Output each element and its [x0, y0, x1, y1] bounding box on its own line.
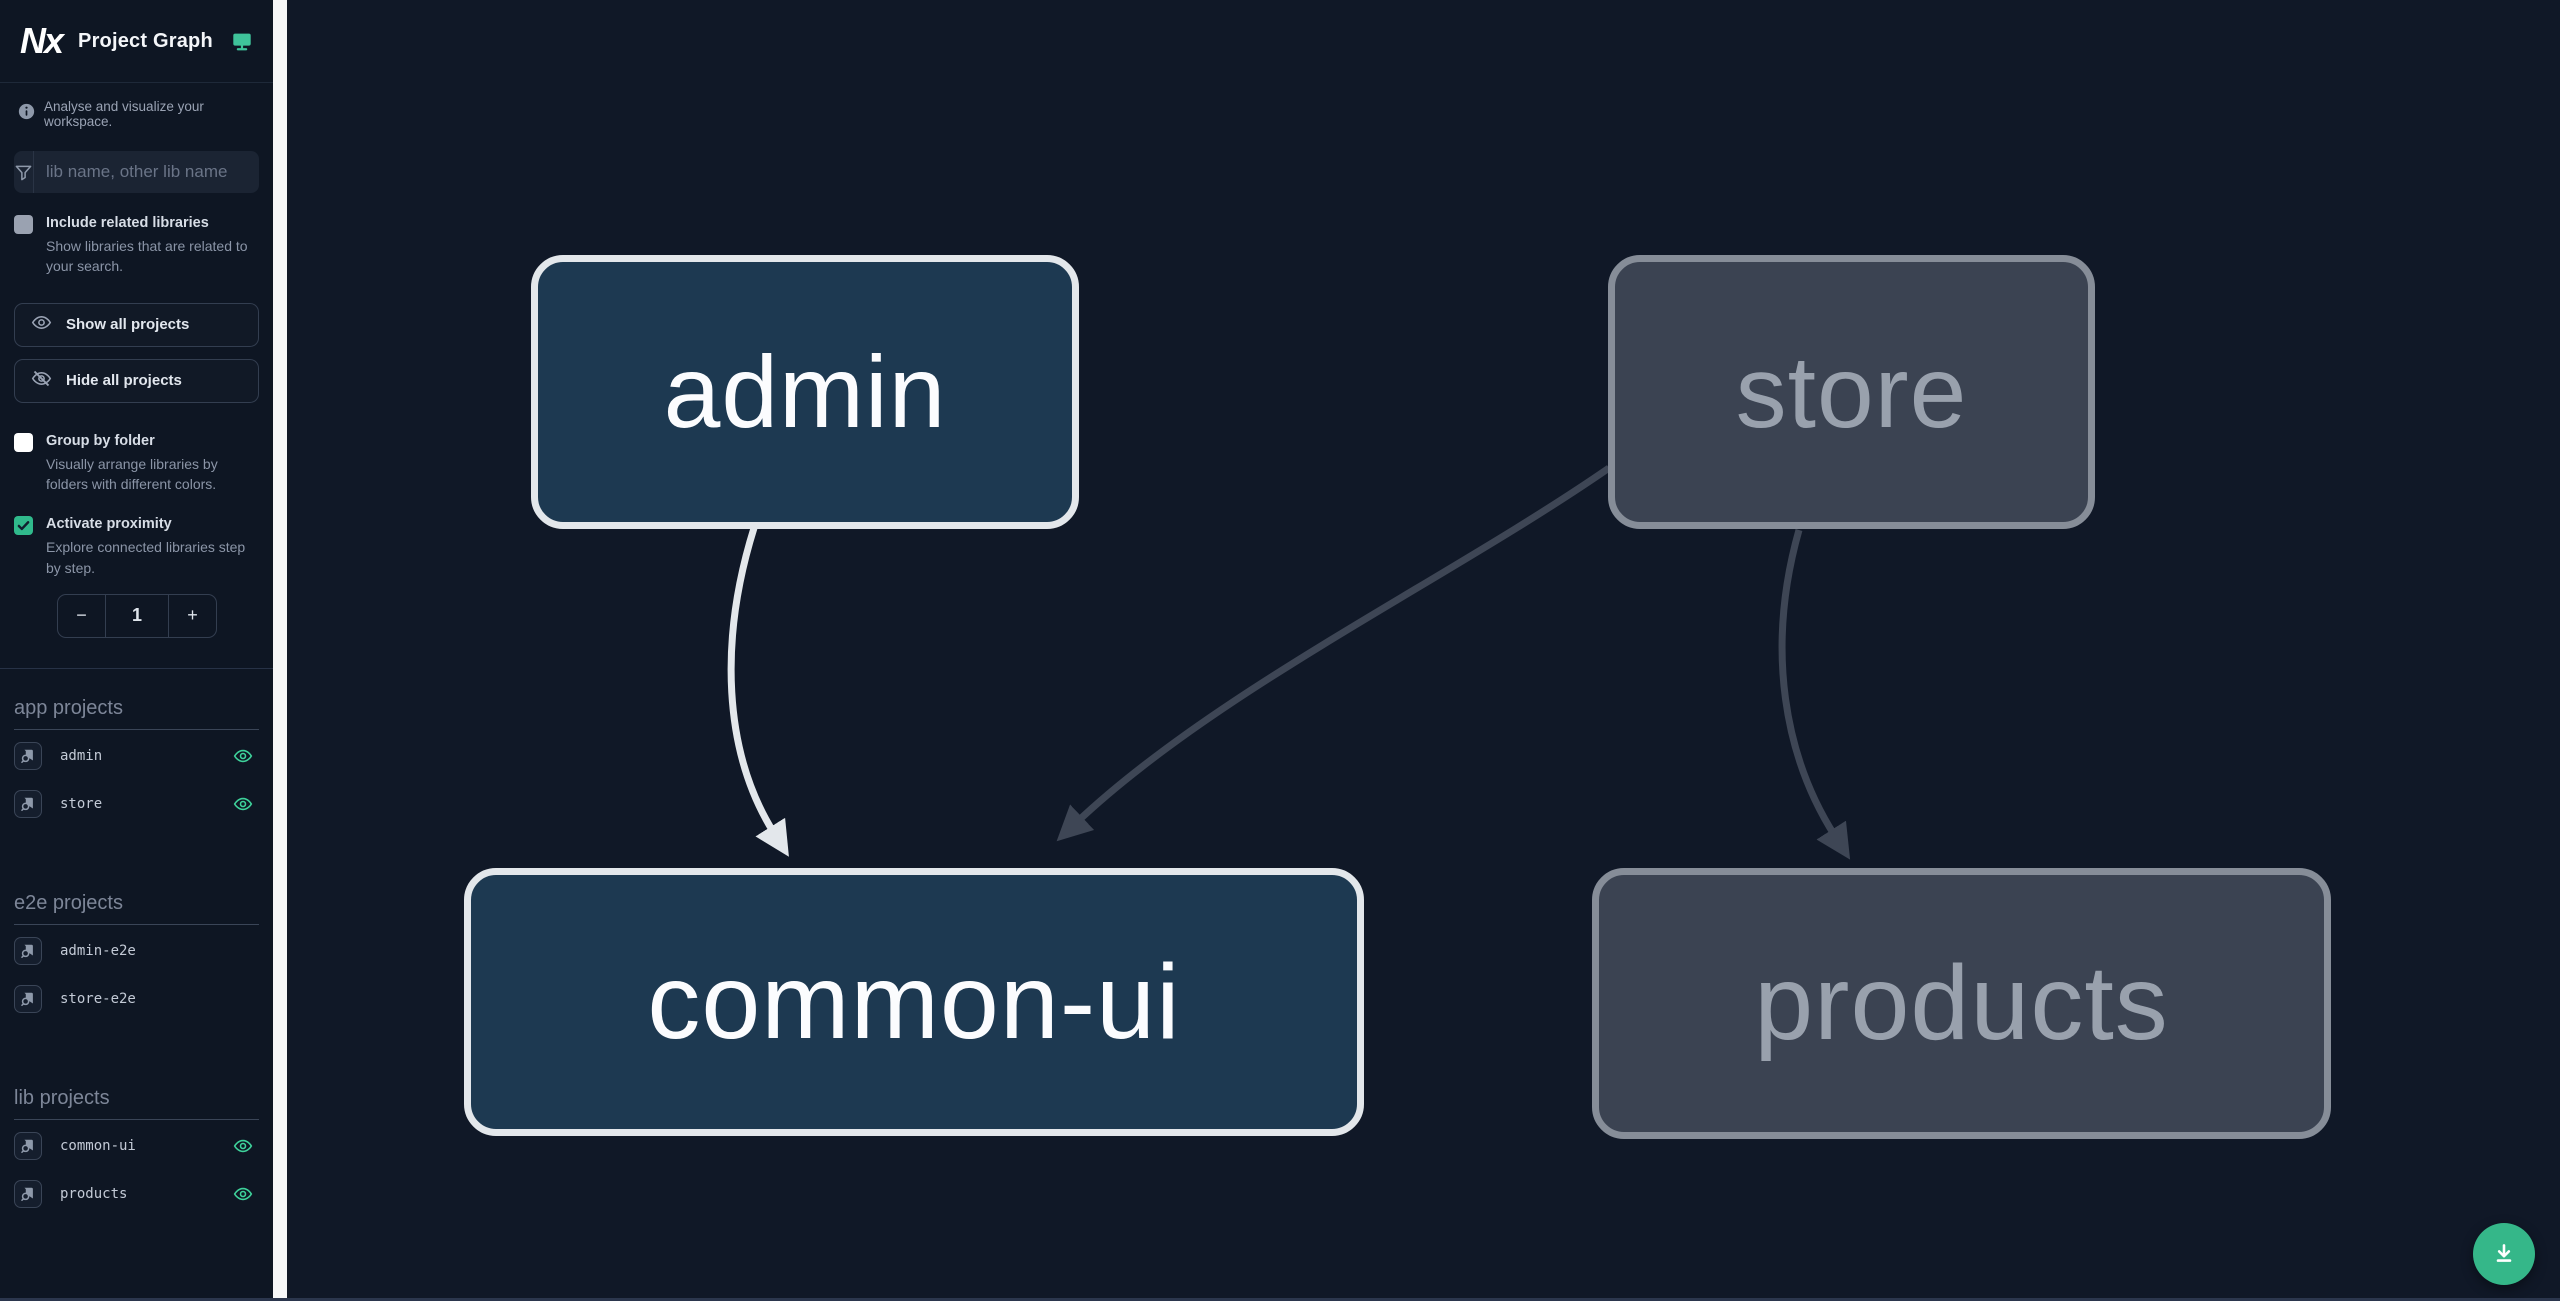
toggle-visibility-eye-icon[interactable]	[233, 1184, 253, 1204]
activate-proximity-label: Activate proximity	[46, 516, 172, 533]
focus-project-button[interactable]	[14, 1179, 42, 1208]
node-label: store	[1735, 334, 1968, 449]
filter-icon	[14, 151, 34, 193]
graph-node-admin[interactable]: admin	[531, 255, 1079, 529]
workspace-tagline: Analyse and visualize your workspace.	[44, 99, 204, 129]
edge-admin-to-common-ui	[727, 526, 789, 857]
project-graph-canvas[interactable]: admin store common-ui products	[287, 0, 2560, 1301]
hide-all-projects-button[interactable]: Hide all projects	[14, 358, 259, 403]
project-name[interactable]: common-ui	[60, 1137, 136, 1154]
group-by-folder-checkbox[interactable]	[14, 432, 33, 452]
nx-logo: Nx	[20, 20, 64, 61]
focus-project-button[interactable]	[14, 789, 42, 818]
proximity-value: 1	[106, 593, 168, 638]
group-by-folder-row: Group by folder Visually arrange librari…	[0, 403, 273, 495]
graph-node-products[interactable]: products	[1592, 868, 2331, 1139]
include-related-description: Show libraries that are related to your …	[46, 238, 248, 275]
include-related-checkbox[interactable]	[14, 215, 33, 234]
bottom-border	[0, 1298, 2560, 1301]
activate-proximity-row: Activate proximity Explore connected lib…	[0, 494, 273, 578]
search-box	[14, 151, 259, 193]
toggle-visibility-eye-icon[interactable]	[233, 1136, 253, 1156]
node-label: common-ui	[647, 942, 1181, 1061]
focus-project-button[interactable]	[14, 741, 42, 770]
download-graph-button[interactable]	[2473, 1223, 2535, 1285]
dependency-edges	[727, 465, 1851, 860]
proximity-decrement-button[interactable]: −	[57, 593, 106, 638]
project-row-products: products	[0, 1172, 273, 1216]
activate-proximity-checkbox[interactable]	[14, 516, 33, 536]
project-name[interactable]: admin	[60, 747, 103, 764]
hide-all-projects-label: Hide all projects	[66, 372, 182, 390]
project-row-admin: admin	[0, 734, 273, 778]
project-name[interactable]: admin-e2e	[60, 942, 136, 959]
focus-project-button[interactable]	[14, 984, 42, 1013]
project-row-common-ui: common-ui	[0, 1124, 273, 1168]
show-all-projects-button[interactable]: Show all projects	[14, 302, 259, 347]
group-by-folder-label: Group by folder	[46, 432, 155, 449]
eye-off-icon	[31, 368, 52, 393]
workspace-tagline-row: Analyse and visualize your workspace.	[0, 83, 273, 129]
node-label: admin	[663, 334, 947, 449]
project-name[interactable]: store	[60, 795, 103, 812]
proximity-stepper: − 1 +	[57, 593, 273, 638]
project-row-admin-e2e: admin-e2e	[0, 929, 273, 973]
section-heading-lib-projects: lib projects	[14, 1087, 259, 1120]
sidebar-header: Nx Project Graph	[0, 0, 273, 83]
focus-project-button[interactable]	[14, 1131, 42, 1160]
sidebar-scrollbar[interactable]	[273, 0, 287, 1301]
node-label: products	[1754, 944, 2169, 1062]
sidebar: Nx Project Graph Analyse and visualize y…	[0, 0, 273, 1301]
monitor-icon	[231, 30, 253, 52]
section-heading-app-projects: app projects	[14, 697, 259, 730]
toggle-visibility-eye-icon[interactable]	[233, 794, 253, 814]
group-by-folder-description: Visually arrange libraries by folders wi…	[46, 455, 218, 492]
project-row-store: store	[0, 782, 273, 826]
project-row-store-e2e: store-e2e	[0, 977, 273, 1021]
section-heading-e2e-projects: e2e projects	[14, 892, 259, 925]
toggle-visibility-eye-icon[interactable]	[233, 746, 253, 766]
focus-project-button[interactable]	[14, 936, 42, 965]
graph-node-store[interactable]: store	[1608, 255, 2095, 529]
activate-proximity-description: Explore connected libraries step by step…	[46, 539, 246, 576]
eye-icon	[31, 312, 52, 337]
app-title: Project Graph	[78, 29, 213, 52]
edge-store-to-common-ui	[1056, 465, 1611, 842]
include-related-label: Include related libraries	[46, 215, 209, 231]
edge-store-to-products	[1778, 529, 1851, 860]
project-name[interactable]: store-e2e	[60, 990, 136, 1007]
show-all-projects-label: Show all projects	[66, 316, 190, 334]
search-input[interactable]	[34, 162, 259, 182]
download-icon	[2491, 1240, 2517, 1269]
sidebar-divider	[0, 667, 273, 669]
include-related-row: Include related libraries Show libraries…	[0, 193, 273, 277]
graph-node-common-ui[interactable]: common-ui	[464, 868, 1364, 1136]
project-name[interactable]: products	[60, 1185, 128, 1202]
proximity-increment-button[interactable]: +	[168, 593, 217, 638]
info-icon	[18, 103, 35, 125]
